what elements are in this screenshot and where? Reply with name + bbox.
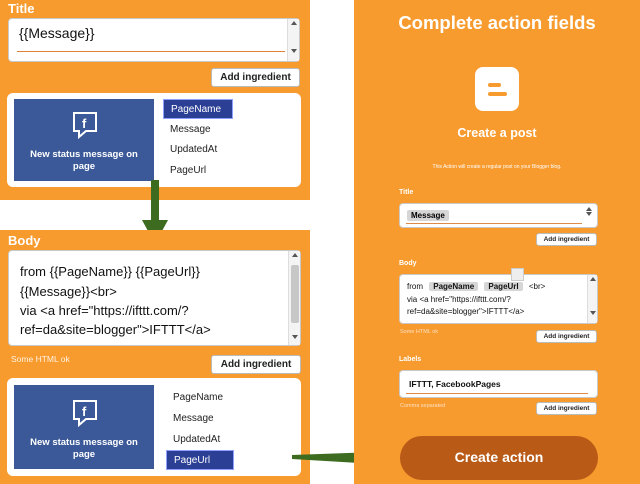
drag-handle-icon[interactable] <box>511 268 524 281</box>
body-line-3: ref=da&site=blogger">IFTTT</a> <box>407 307 525 316</box>
scroll-up-icon[interactable] <box>589 277 596 281</box>
body-scrollbar[interactable] <box>288 251 300 345</box>
body-field[interactable]: from {{PageName}} {{PageUrl}} {{Message}… <box>8 250 301 346</box>
pagename-ingredient-pill: PageName <box>429 282 479 291</box>
facebook-trigger-tile[interactable]: f New status message on page <box>14 385 154 469</box>
labels-field-underline <box>406 393 588 394</box>
create-action-label: Create action <box>454 449 544 465</box>
create-action-button[interactable]: Create action <box>400 436 598 480</box>
labels-label: Labels <box>399 356 422 363</box>
scroll-up-icon[interactable] <box>291 253 298 257</box>
add-ingredient-button[interactable]: Add ingredient <box>536 330 597 343</box>
ingredient-item-pagename[interactable]: PageName <box>163 99 233 119</box>
facebook-trigger-tile[interactable]: f New status message on page <box>14 99 154 181</box>
title-field-underline <box>17 51 285 52</box>
labels-value: IFTTT, FacebookPages <box>409 379 501 389</box>
body-scrollbar[interactable] <box>587 275 597 323</box>
add-ingredient-button[interactable]: Add ingredient <box>536 233 597 246</box>
scroll-up-icon[interactable] <box>290 21 297 25</box>
facebook-icon: f <box>73 400 97 427</box>
ingredient-item-message[interactable]: Message <box>170 124 211 135</box>
left-top-panel: Title {{Message}} Add ingredient f New s… <box>0 0 310 200</box>
ingredient-picker: f New status message on page PageName Me… <box>7 93 301 187</box>
svg-text:f: f <box>82 116 87 131</box>
tile-text: New status message on page <box>30 437 138 460</box>
ingredient-item-message[interactable]: Message <box>173 413 214 424</box>
service-title: Create a post <box>457 126 537 140</box>
html-note: Some HTML ok <box>400 329 439 335</box>
body-line-1-suffix: <br> <box>528 282 546 291</box>
scroll-down-icon[interactable] <box>290 49 297 53</box>
arrow-up-icon[interactable] <box>586 207 592 211</box>
ingredient-item-pageurl[interactable]: PageUrl <box>170 165 207 176</box>
message-ingredient-pill: Message <box>407 210 449 221</box>
ingredient-item-pagename[interactable]: PageName <box>173 392 224 403</box>
ingredient-picker: f New status message on page PageName Me… <box>7 378 301 476</box>
right-panel: Complete action fields Create a post Thi… <box>354 0 640 484</box>
title-field-value: {{Message}} <box>19 25 95 41</box>
ingredient-item-updatedat[interactable]: UpdatedAt <box>173 434 221 445</box>
action-description: This Action will create a regular post o… <box>432 164 562 170</box>
title-field[interactable]: {{Message}} <box>8 18 300 62</box>
body-label: Body <box>8 233 41 248</box>
pageurl-ingredient-pill: PageUrl <box>484 282 523 291</box>
labels-field[interactable]: IFTTT, FacebookPages <box>399 370 598 398</box>
title-label: Title <box>399 189 414 196</box>
scroll-down-icon[interactable] <box>291 335 298 339</box>
dropdown-arrows-icon[interactable] <box>584 206 594 217</box>
body-field[interactable]: from PageName PageUrl <br> via <a href="… <box>399 268 598 324</box>
add-ingredient-button[interactable]: Add ingredient <box>211 355 301 374</box>
blogger-logo-icon <box>475 67 519 111</box>
body-line-1: from PageName PageUrl <br> <box>407 282 545 291</box>
title-label: Title <box>8 1 35 16</box>
body-line-1-prefix: from <box>407 282 423 291</box>
body-line-4: ref=da&site=blogger">IFTTT</a> <box>20 322 211 337</box>
scroll-thumb[interactable] <box>291 265 299 323</box>
title-field-underline <box>406 223 582 224</box>
labels-note: Comma separated <box>400 403 446 409</box>
tile-text: New status message on page <box>30 149 138 172</box>
ingredient-item-pageurl[interactable]: PageUrl <box>166 450 234 470</box>
html-note: Some HTML ok <box>11 354 70 364</box>
title-scrollbar[interactable] <box>287 19 299 61</box>
ingredient-item-updatedat[interactable]: UpdatedAt <box>170 144 218 155</box>
page-heading: Complete action fields <box>398 12 596 33</box>
body-line-2: via <a href="https://ifttt.com/? <box>407 295 511 304</box>
facebook-icon: f <box>73 112 97 139</box>
add-ingredient-button[interactable]: Add ingredient <box>536 402 597 415</box>
title-field[interactable]: Message <box>399 203 598 228</box>
body-line-3: via <a href="https://ifttt.com/? <box>20 303 189 318</box>
arrow-down-icon[interactable] <box>586 212 592 216</box>
body-label: Body <box>399 260 417 267</box>
body-line-1: from {{PageName}} {{PageUrl}} <box>20 264 200 279</box>
svg-text:f: f <box>82 404 87 419</box>
left-bottom-panel: Body from {{PageName}} {{PageUrl}} {{Mes… <box>0 230 310 484</box>
body-line-2: {{Message}}<br> <box>20 284 117 299</box>
add-ingredient-button[interactable]: Add ingredient <box>211 68 300 87</box>
scroll-down-icon[interactable] <box>589 311 596 315</box>
